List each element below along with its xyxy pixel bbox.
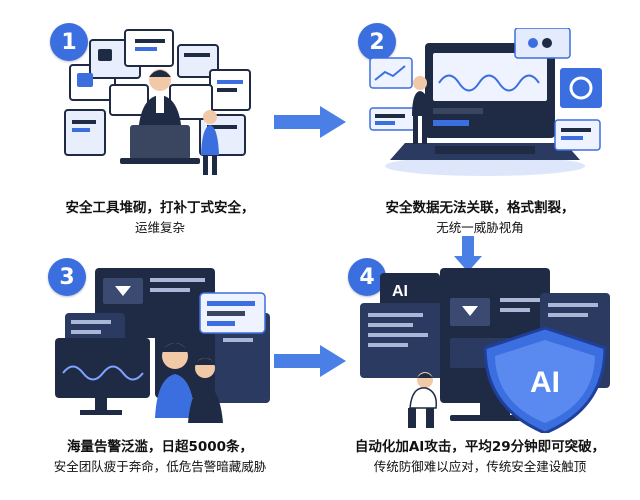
arrow-right-icon <box>274 106 346 138</box>
step-2-caption: 安全数据无法关联，格式割裂， 无统一威胁视角 <box>320 198 640 238</box>
step-3-badge: 3 <box>48 258 86 296</box>
side-person <box>201 110 219 175</box>
step-3-line1: 海量告警泛滥，日超5000条， <box>66 439 254 455</box>
step-3-panel: 3 <box>0 250 320 500</box>
step-4-line2: 传统防御难以应对，传统安全建设触顶 <box>373 459 587 474</box>
step-2-panel: 2 <box>320 0 640 250</box>
screen-ai-tag: AI <box>392 283 408 300</box>
ai-attack-illustration: AI AI <box>360 268 610 433</box>
arrow-down-icon <box>454 236 482 272</box>
alert-flood-illustration <box>55 268 270 423</box>
step-2-line1: 安全数据无法关联，格式割裂， <box>385 200 575 216</box>
analyst-person <box>412 76 429 144</box>
tool-pileup-illustration <box>64 29 251 175</box>
step-4-badge: 4 <box>348 258 386 296</box>
step-4-caption: 自动化加AI攻击，平均29分钟即可突破， 传统防御难以应对，传统安全建设触顶 <box>320 437 640 477</box>
floating-data-cards <box>369 28 602 151</box>
step-3-line2: 安全团队疲于奔命，低危告警暗藏威胁 <box>53 459 267 474</box>
arrow-right-icon <box>274 345 346 377</box>
defender-person <box>408 372 438 428</box>
shield-ai-text: AI <box>530 366 560 399</box>
step-1-badge: 1 <box>50 23 88 61</box>
stressed-team <box>155 343 223 423</box>
step-4-line1: 自动化加AI攻击，平均29分钟即可突破， <box>354 439 606 455</box>
person-at-laptop <box>120 69 200 164</box>
step-1-panel: 1 <box>0 0 320 250</box>
step-2-line2: 无统一威胁视角 <box>436 220 524 235</box>
step-1-line2: 运维复杂 <box>134 220 185 235</box>
main-data-screen <box>390 43 580 160</box>
step-1-line1: 安全工具堆砌，打补丁式安全， <box>65 200 255 216</box>
step-4-panel: 4 AI <box>320 250 640 500</box>
step-1-caption: 安全工具堆砌，打补丁式安全， 运维复杂 <box>0 198 320 238</box>
fragmented-data-illustration <box>369 28 602 176</box>
step-2-badge: 2 <box>358 23 396 61</box>
step-3-caption: 海量告警泛滥，日超5000条， 安全团队疲于奔命，低危告警暗藏威胁 <box>0 437 320 477</box>
ai-shield-icon <box>483 326 607 433</box>
